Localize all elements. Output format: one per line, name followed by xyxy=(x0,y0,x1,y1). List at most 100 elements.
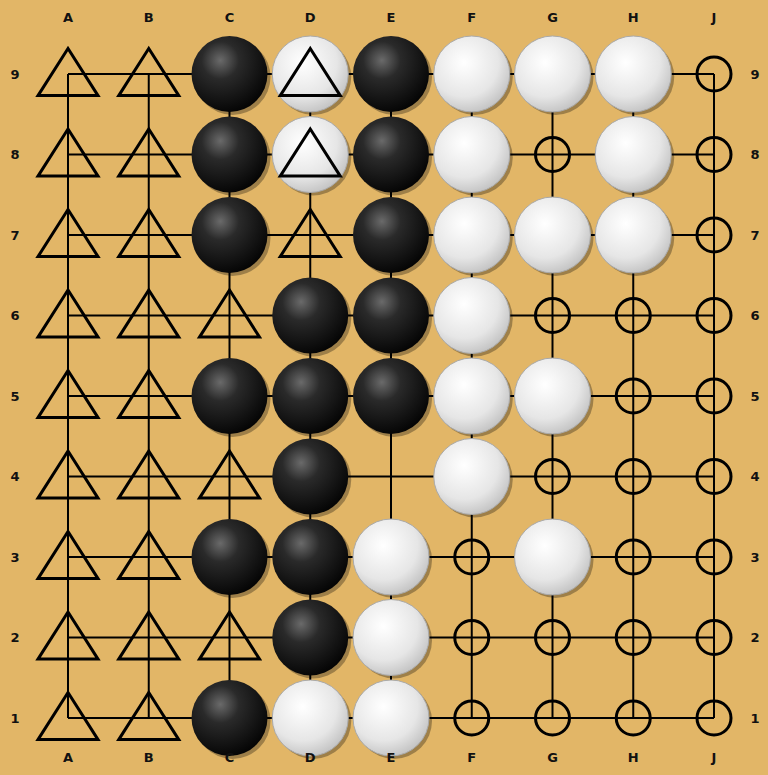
black-stone xyxy=(353,36,429,112)
row-label: 2 xyxy=(750,631,759,644)
circle-mark xyxy=(697,540,731,574)
black-stone xyxy=(192,519,268,595)
column-label: J xyxy=(712,751,717,764)
row-label: 8 xyxy=(10,148,19,161)
black-stone xyxy=(192,197,268,273)
circle-mark xyxy=(536,299,570,333)
triangle-mark xyxy=(38,532,98,579)
circle-mark xyxy=(697,299,731,333)
black-stone xyxy=(353,197,429,273)
black-stone xyxy=(272,439,348,515)
black-stone xyxy=(353,278,429,354)
triangle-mark xyxy=(119,210,179,257)
circle-mark xyxy=(697,701,731,735)
column-label: B xyxy=(144,751,154,764)
circle-mark xyxy=(697,379,731,413)
triangle-mark xyxy=(280,49,340,96)
column-label: D xyxy=(305,11,316,24)
circle-mark xyxy=(697,138,731,172)
column-label: D xyxy=(305,751,316,764)
circle-mark xyxy=(697,218,731,252)
white-stone xyxy=(434,36,510,112)
triangle-mark xyxy=(38,290,98,337)
row-label: 4 xyxy=(10,470,19,483)
column-label: G xyxy=(547,11,558,24)
row-label: 9 xyxy=(750,68,759,81)
circle-mark xyxy=(536,460,570,494)
column-label: H xyxy=(628,11,639,24)
white-stone xyxy=(515,197,591,273)
circle-mark xyxy=(616,540,650,574)
column-label: F xyxy=(467,11,476,24)
white-stone xyxy=(272,680,348,756)
circle-mark xyxy=(455,621,489,655)
circle-mark xyxy=(616,621,650,655)
black-stone xyxy=(192,358,268,434)
circle-mark xyxy=(455,540,489,574)
triangle-mark xyxy=(38,129,98,176)
white-stone xyxy=(272,36,348,112)
column-label: B xyxy=(144,11,154,24)
white-stone xyxy=(515,36,591,112)
circle-mark xyxy=(536,138,570,172)
white-stone xyxy=(434,278,510,354)
column-label: A xyxy=(63,751,73,764)
row-label: 1 xyxy=(10,712,19,725)
circle-mark xyxy=(616,379,650,413)
triangle-mark xyxy=(119,49,179,96)
column-label: H xyxy=(628,751,639,764)
circle-mark xyxy=(697,621,731,655)
row-label: 1 xyxy=(750,712,759,725)
black-stone xyxy=(353,117,429,193)
white-stone xyxy=(434,197,510,273)
row-label: 3 xyxy=(10,551,19,564)
triangle-mark xyxy=(38,371,98,418)
triangle-mark xyxy=(38,210,98,257)
white-stone xyxy=(515,519,591,595)
row-label: 7 xyxy=(750,229,759,242)
triangle-mark xyxy=(119,129,179,176)
white-stone xyxy=(595,117,671,193)
circle-mark xyxy=(536,701,570,735)
column-label: J xyxy=(712,11,717,24)
triangle-mark xyxy=(200,290,260,337)
circle-mark xyxy=(455,701,489,735)
row-label: 9 xyxy=(10,68,19,81)
column-label: C xyxy=(225,751,235,764)
circle-mark xyxy=(697,57,731,91)
triangle-mark xyxy=(280,210,340,257)
column-label: A xyxy=(63,11,73,24)
circle-mark xyxy=(616,701,650,735)
white-stone xyxy=(515,358,591,434)
black-stone xyxy=(192,117,268,193)
triangle-mark xyxy=(119,451,179,498)
black-stone xyxy=(272,600,348,676)
white-stone xyxy=(434,439,510,515)
column-label: E xyxy=(387,751,396,764)
white-stone xyxy=(595,36,671,112)
triangle-mark xyxy=(119,371,179,418)
row-label: 6 xyxy=(750,309,759,322)
column-label: E xyxy=(387,11,396,24)
row-label: 3 xyxy=(750,551,759,564)
triangle-mark xyxy=(38,612,98,659)
row-label: 2 xyxy=(10,631,19,644)
black-stone xyxy=(272,278,348,354)
circle-mark xyxy=(616,299,650,333)
black-stone xyxy=(272,358,348,434)
row-label: 7 xyxy=(10,229,19,242)
row-label: 4 xyxy=(750,470,759,483)
white-stone xyxy=(272,117,348,193)
column-label: G xyxy=(547,751,558,764)
triangle-mark xyxy=(200,451,260,498)
black-stone xyxy=(192,36,268,112)
row-label: 8 xyxy=(750,148,759,161)
white-stone xyxy=(434,358,510,434)
column-label: C xyxy=(225,11,235,24)
white-stone xyxy=(434,117,510,193)
triangle-mark xyxy=(280,129,340,176)
circle-mark xyxy=(536,621,570,655)
triangle-mark xyxy=(119,693,179,740)
triangle-mark xyxy=(38,693,98,740)
